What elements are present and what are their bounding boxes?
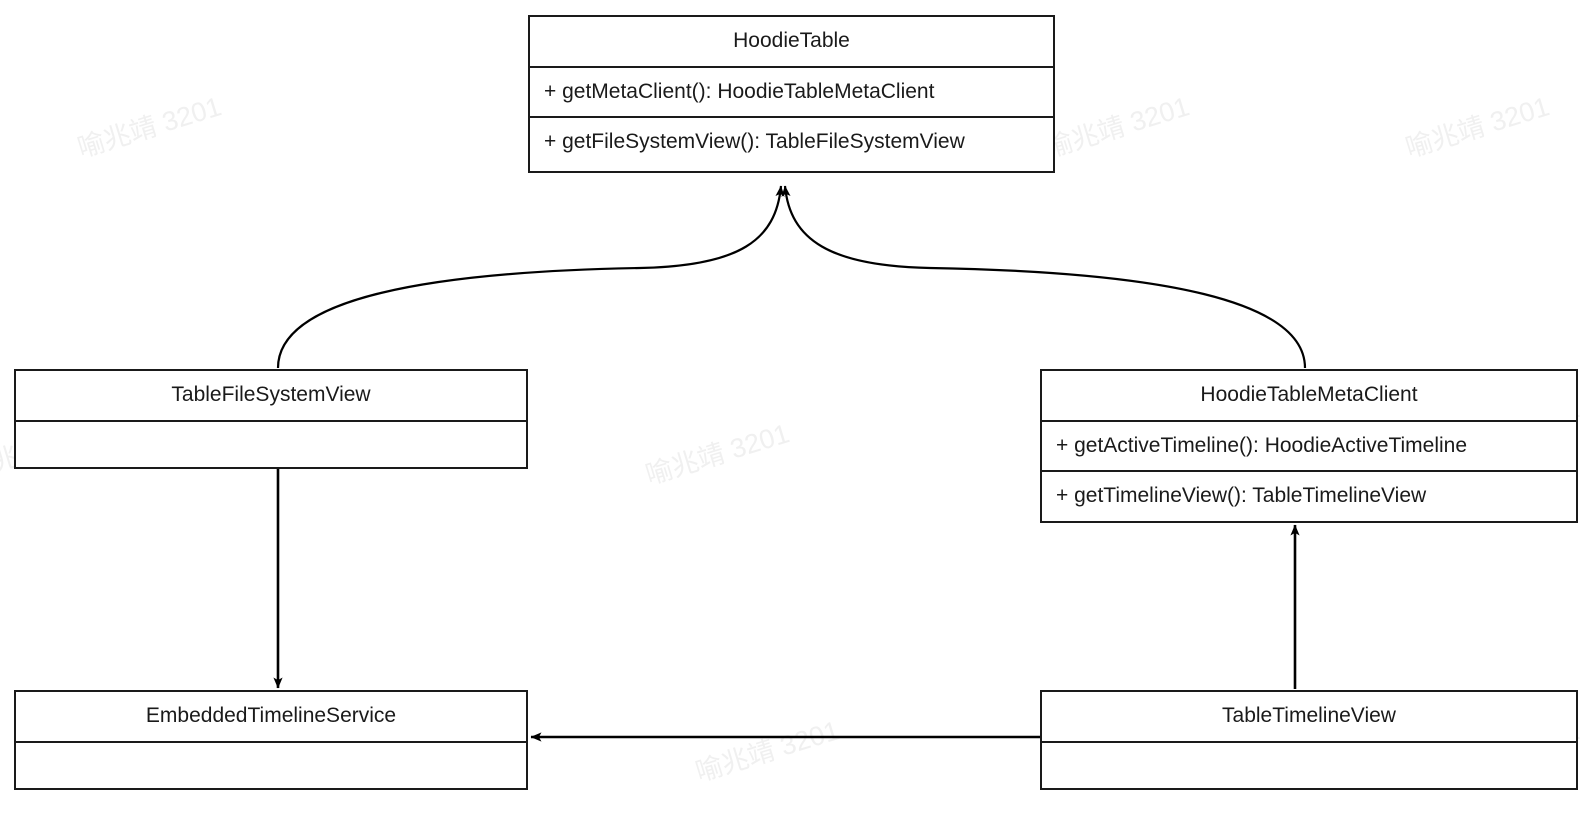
class-members-hoodie-table: + getMetaClient(): HoodieTableMetaClient… [530, 68, 1053, 172]
watermark-text: 喻兆靖 3201 [74, 91, 225, 164]
class-member: + getActiveTimeline(): HoodieActiveTimel… [1056, 434, 1468, 457]
class-box-embeddedtimelineservice[interactable]: EmbeddedTimelineService [14, 690, 528, 790]
watermark-text: 喻兆靖 3201 [642, 418, 793, 491]
edge-hoodietablemetaclient-to-hoodietable [781, 185, 1307, 369]
watermark-text: 喻兆靖 3201 [1042, 91, 1193, 164]
class-member: + getFileSystemView(): TableFileSystemVi… [530, 116, 1053, 166]
watermark-text: 喻兆靖 3201 [692, 715, 843, 788]
class-members-tablefilesystemview [16, 422, 526, 469]
class-member: + getTimelineView(): TableTimelineView [1042, 470, 1576, 520]
class-members-embeddedtimelineservice [16, 743, 526, 790]
class-name-embeddedtimelineservice: EmbeddedTimelineService [16, 692, 526, 743]
class-name-hoodie-table: HoodieTable [530, 17, 1053, 68]
class-box-hoodie-table[interactable]: HoodieTable + getMetaClient(): HoodieTab… [528, 15, 1055, 173]
class-members-tabletimelineview [1042, 743, 1576, 790]
edge-tablefilesystemview-to-hoodietable [276, 185, 785, 369]
class-member: + getMetaClient(): HoodieTableMetaClient [544, 80, 935, 103]
class-members-hoodietablemetaclient: + getActiveTimeline(): HoodieActiveTimel… [1042, 422, 1576, 522]
class-box-hoodietablemetaclient[interactable]: HoodieTableMetaClient + getActiveTimelin… [1040, 369, 1578, 523]
class-name-tablefilesystemview: TableFileSystemView [16, 371, 526, 422]
class-name-tabletimelineview: TableTimelineView [1042, 692, 1576, 743]
class-box-tablefilesystemview[interactable]: TableFileSystemView [14, 369, 528, 469]
class-name-hoodietablemetaclient: HoodieTableMetaClient [1042, 371, 1576, 422]
watermark-text: 喻兆靖 3201 [1402, 91, 1553, 164]
class-box-tabletimelineview[interactable]: TableTimelineView [1040, 690, 1578, 790]
